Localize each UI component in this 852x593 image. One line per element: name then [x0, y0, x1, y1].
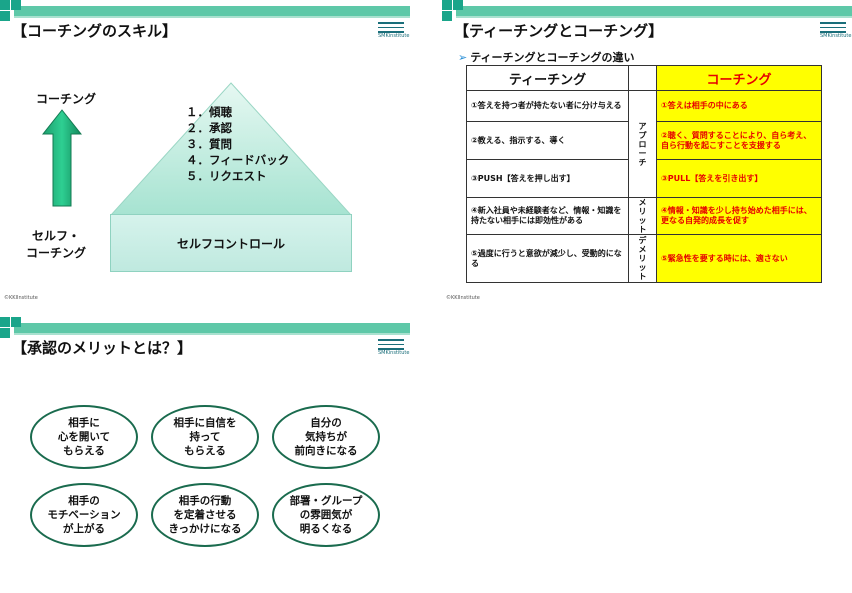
table-cell-teaching: ②教える、指示する、導く: [466, 121, 629, 160]
company-logo: SMKinstitute: [820, 22, 851, 39]
merit-ellipse: 相手に自信を 持って もらえる: [151, 405, 259, 469]
up-arrow-icon: [42, 109, 82, 207]
merit-ellipse: 相手に 心を開いて もらえる: [30, 405, 138, 469]
table-cell-teaching: ①答えを持つ者が持たない者に分け与える: [466, 90, 629, 122]
header-bar: [456, 6, 852, 16]
header-bar-line: [14, 16, 410, 18]
corner-square: [11, 0, 21, 10]
merit-ellipse: 自分の 気持ちが 前向きになる: [272, 405, 380, 469]
subtitle: ➢ティーチングとコーチングの違い: [458, 51, 635, 64]
slide-title: 【コーチングのスキル】: [12, 22, 178, 40]
table-cell-coaching: ④情報・知識を少し持ち始めた相手には、更なる自発的成長を促す: [656, 197, 822, 235]
header-teaching: ティーチング: [466, 65, 629, 91]
row-label-approach: アプローチ: [628, 90, 657, 198]
slide-teaching-vs-coaching: 【ティーチングとコーチング】 SMKinstitute ➢ティーチングとコーチン…: [442, 0, 852, 305]
corner-square: [442, 0, 452, 10]
table-cell-coaching: ①答えは相手の中にある: [656, 90, 822, 122]
slide-recognition-merits: 【承認のメリットとは？】 SMKinstitute 相手に 心を開いて もらえる…: [0, 317, 410, 593]
label-coaching: コーチング: [36, 92, 97, 106]
corner-square: [442, 11, 452, 21]
self-control-base: セルフコントロール: [110, 214, 352, 272]
table-cell-coaching: ⑤緊急性を要する時には、適さない: [656, 234, 822, 283]
comparison-table: ティーチング コーチング ①答えを持つ者が持たない者に分け与える アプローチ ①…: [466, 65, 822, 283]
table-cell-coaching: ②聴く、質問することにより、自ら考え、自ら行動を起こすことを支援する: [656, 121, 822, 160]
bullet-arrow-icon: ➢: [458, 51, 468, 64]
table-cell-teaching: ⑤過度に行うと意欲が減少し、受動的になる: [466, 234, 629, 283]
company-logo: SMKinstitute: [378, 22, 409, 39]
skill-list: １．傾聴 ２．承認 ３．質問 ４．フィードバック ５．リクエスト: [186, 104, 289, 184]
skill-item: ５．リクエスト: [186, 169, 267, 183]
skill-item: ４．フィードバック: [186, 153, 290, 167]
slide-coaching-skills: 【コーチングのスキル】 SMKinstitute コーチング セルフ・ コーチン…: [0, 0, 410, 305]
header-bar: [14, 323, 410, 333]
company-logo: SMKinstitute: [378, 339, 409, 356]
slide-title: 【承認のメリットとは？】: [12, 339, 193, 357]
table-cell-teaching: ④新入社員や未経験者など、情報・知識を持たない相手には即効性がある: [466, 197, 629, 235]
label-self-coaching: セルフ・ コーチング: [26, 229, 87, 260]
row-label-merit: メリット: [628, 197, 657, 235]
copyright: ©KKIInstitute: [4, 295, 38, 301]
table-cell-teaching: ③PUSH【答えを押し出す】: [466, 159, 629, 198]
corner-square: [453, 0, 463, 10]
row-label-demerit: デメリット: [628, 234, 657, 283]
corner-square: [0, 0, 10, 10]
table-cell-coaching: ③PULL【答えを引き出す】: [656, 159, 822, 198]
merit-ellipse: 相手の モチベーション が上がる: [30, 483, 138, 547]
corner-square: [0, 317, 10, 327]
merit-ellipse: 相手の行動 を定着させる きっかけになる: [151, 483, 259, 547]
header-coaching: コーチング: [656, 65, 822, 91]
corner-square: [0, 11, 10, 21]
copyright: ©KKIInstitute: [446, 295, 480, 301]
skill-item: ３．質問: [186, 137, 232, 151]
corner-square: [0, 328, 10, 338]
header-bar: [14, 6, 410, 16]
header-bar-line: [14, 333, 410, 335]
header-bar-line: [456, 16, 852, 18]
skill-item: ２．承認: [186, 121, 232, 135]
merit-ellipse: 部署・グループ の雰囲気が 明るくなる: [272, 483, 380, 547]
slide-title: 【ティーチングとコーチング】: [454, 22, 664, 40]
corner-square: [11, 317, 21, 327]
skill-item: １．傾聴: [186, 105, 232, 119]
